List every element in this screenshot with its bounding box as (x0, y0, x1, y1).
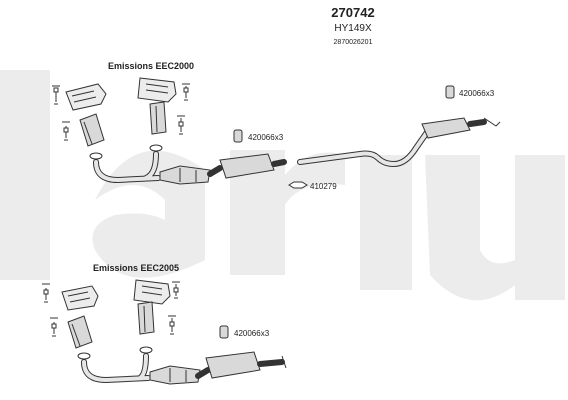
oxygen-sensor (168, 315, 176, 335)
centre-silencer (207, 153, 287, 179)
exhaust-manifold-right (137, 77, 177, 103)
gasket (89, 152, 103, 160)
callout-code: 420066x3 (234, 329, 270, 338)
oxygen-sensor (182, 83, 190, 101)
catalytic-converter-left (67, 315, 93, 349)
callout-clamp-left: 420066x3 (233, 129, 284, 143)
model-code: HY149X (334, 23, 372, 34)
front-catalytic-converter (159, 165, 211, 185)
oxygen-sensor (42, 283, 50, 303)
section-label-eec2000: Emissions EEC2000 (108, 61, 194, 71)
clamp-icon (219, 325, 229, 339)
gasket (149, 144, 163, 152)
catalytic-converter-right (137, 301, 155, 335)
part-number: 270742 (331, 5, 374, 20)
reference-number: 2870026201 (334, 39, 373, 46)
catalytic-converter-right (149, 101, 167, 135)
clamp-icon (445, 85, 455, 99)
gasket (139, 346, 153, 354)
callout-code: 410279 (310, 182, 337, 191)
oxygen-sensor (52, 85, 60, 105)
centre-silencer (195, 351, 287, 379)
exhaust-manifold-right (133, 279, 171, 305)
front-catalytic-converter (149, 365, 201, 385)
clamp-icon (233, 129, 243, 143)
gasket-ring-icon (288, 181, 308, 189)
callout-clamp-right: 420066x3 (445, 85, 495, 99)
rear-silencer (421, 117, 501, 139)
callout-gasket: 410279 (288, 181, 337, 191)
upper-assembly (52, 77, 501, 185)
callout-clamp-lower: 420066x3 (219, 325, 270, 339)
oxygen-sensor (62, 121, 70, 141)
section-label-eec2005: Emissions EEC2005 (93, 263, 179, 273)
gasket (77, 352, 91, 360)
lower-assembly (42, 279, 287, 385)
callout-code: 420066x3 (459, 89, 495, 98)
exhaust-manifold-left (65, 83, 107, 111)
catalytic-converter-left (79, 113, 105, 147)
oxygen-sensor (50, 317, 58, 337)
oxygen-sensor (177, 115, 185, 135)
oxygen-sensor (172, 281, 180, 299)
callout-code: 420066x3 (248, 133, 284, 142)
exhaust-manifold-left (61, 285, 99, 311)
